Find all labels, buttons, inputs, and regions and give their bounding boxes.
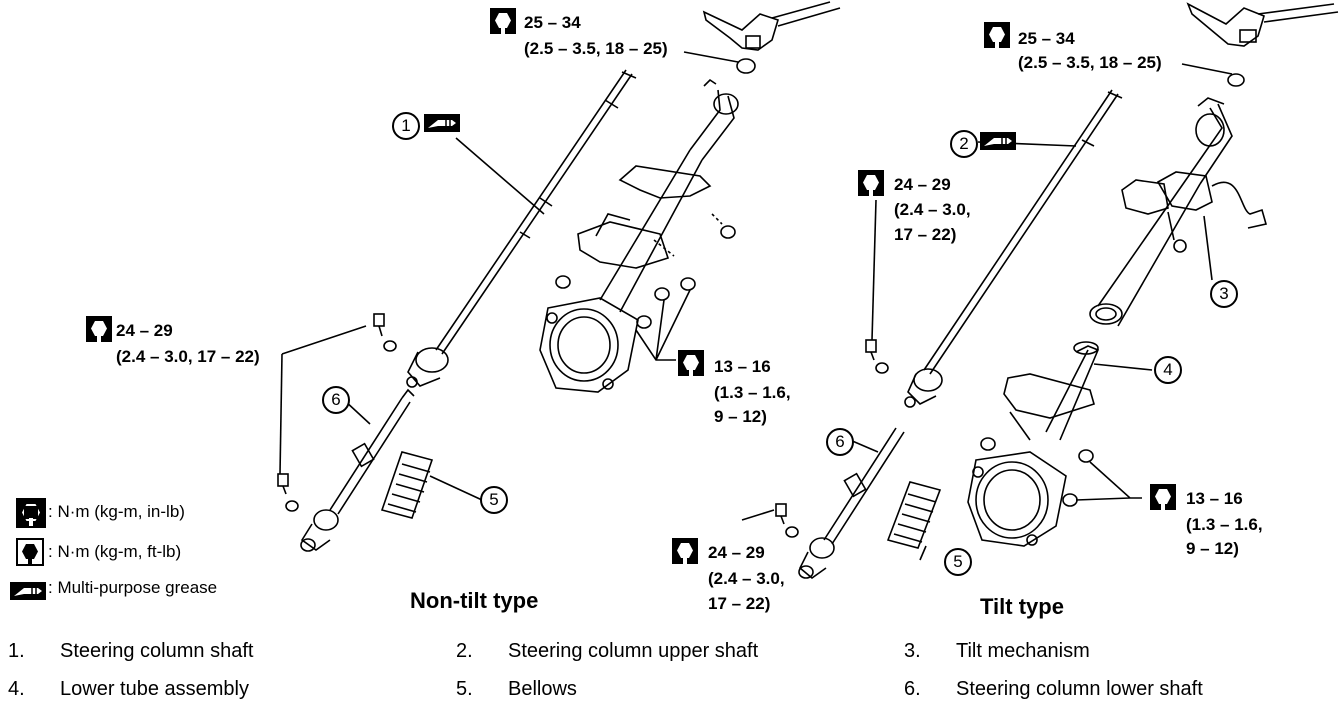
nut-nontilt-top: [736, 58, 756, 74]
tilt-right-torque-sub2: 9 – 12): [1186, 539, 1239, 558]
part-name: Steering column shaft: [60, 640, 254, 662]
torque-ftlb-icon: [678, 350, 704, 376]
column-tube-nontilt: [599, 78, 739, 313]
tilt-right-torque-value: 13 – 16: [1186, 489, 1243, 508]
callout-2: 2: [950, 130, 978, 158]
lower-joint-nontilt: [300, 509, 339, 552]
tilt-title: Tilt type: [980, 594, 1064, 619]
tilt-right-torque-sub1: (1.3 – 1.6,: [1186, 515, 1263, 534]
nontilt-mid-torque-sub2: 9 – 12): [714, 407, 767, 426]
part-number: 2.: [456, 640, 473, 662]
joint-tilt: [904, 368, 943, 408]
legend-inlb-text: : N·m (kg-m, in-lb): [48, 502, 185, 521]
bellows-nontilt: [380, 451, 434, 519]
part-name: Lower tube assembly: [60, 678, 249, 700]
tilt-top-torque-value: 25 – 34: [1018, 29, 1075, 48]
callout-1: 1: [392, 112, 420, 140]
part-name: Bellows: [508, 678, 577, 700]
torque-inlb-icon: [16, 498, 46, 528]
lower-shaft-tilt: [823, 427, 905, 545]
part-name: Steering column upper shaft: [508, 640, 759, 662]
part-number: 4.: [8, 678, 25, 700]
bracket-nontilt: [577, 165, 712, 269]
nontilt-title: Non-tilt type: [410, 588, 539, 613]
part-number: 5.: [456, 678, 473, 700]
tilt-top-torque-sub: (2.5 – 3.5, 18 – 25): [1018, 53, 1162, 72]
legend-ftlb-text: : N·m (kg-m, ft-lb): [48, 542, 182, 561]
tilt-mechanism: [1121, 171, 1268, 253]
grease-icon: [424, 114, 460, 132]
callout-5: 5: [944, 548, 972, 576]
part-name: Steering column lower shaft: [956, 678, 1203, 700]
shaft-nontilt: [435, 69, 637, 355]
torque-ftlb-icon: [858, 170, 884, 196]
legend-grease-text: : Multi-purpose grease: [48, 578, 218, 597]
lower-joint-tilt: [798, 537, 835, 580]
part-name: Tilt mechanism: [956, 640, 1090, 662]
bolt-nontilt-lower: [277, 473, 289, 487]
callout-6: 6: [322, 386, 350, 414]
nontilt-top-torque-sub: (2.5 – 3.5, 18 – 25): [524, 39, 668, 58]
nontilt-mid-torque-sub1: (1.3 – 1.6,: [714, 383, 791, 402]
part-number: 1.: [8, 640, 25, 662]
shaft-tilt: [923, 89, 1123, 375]
bolt-nontilt-upper: [373, 313, 385, 327]
flange-nontilt: [539, 297, 639, 393]
tilt-upper-torque-sub2: 17 – 22): [894, 225, 957, 244]
tilt-lower-torque-sub1: (2.4 – 3.0,: [708, 569, 785, 588]
part-number: 6.: [904, 678, 921, 700]
torque-ftlb-icon: [16, 538, 44, 566]
lower-tube-tilt: [1003, 341, 1100, 441]
tilt-lower-torque-value: 24 – 29: [708, 543, 765, 562]
tilt-upper-torque-value: 24 – 29: [894, 175, 951, 194]
nontilt-top-torque-value: 25 – 34: [524, 13, 581, 32]
combination-switch-tilt: [1186, 2, 1339, 47]
grease-icon: [10, 582, 46, 600]
lower-shaft-nontilt: [329, 388, 415, 515]
callout-4: 4: [1154, 356, 1182, 384]
nontilt-left-torque-sub: (2.4 – 3.0, 17 – 22): [116, 347, 260, 366]
torque-ftlb-icon: [1150, 484, 1176, 510]
torque-ftlb-icon: [86, 316, 112, 342]
callout-3: 3: [1210, 280, 1238, 308]
combination-switch-nontilt: [702, 1, 841, 51]
torque-ftlb-icon: [490, 8, 516, 34]
callout-5: 5: [480, 486, 508, 514]
grease-icon: [980, 132, 1016, 150]
torque-ftlb-icon: [672, 538, 698, 564]
nontilt-mid-torque-value: 13 – 16: [714, 357, 771, 376]
nut-tilt-top: [1227, 73, 1245, 87]
torque-ftlb-icon: [984, 22, 1010, 48]
tilt-lower-torque-sub2: 17 – 22): [708, 594, 771, 613]
callout-6: 6: [826, 428, 854, 456]
part-number: 3.: [904, 640, 921, 662]
tilt-upper-torque-sub1: (2.4 – 3.0,: [894, 200, 971, 219]
flange-tilt: [967, 451, 1067, 547]
nontilt-left-torque-value: 24 – 29: [116, 321, 173, 340]
bellows-tilt: [886, 481, 942, 549]
joint-nontilt: [406, 347, 449, 388]
